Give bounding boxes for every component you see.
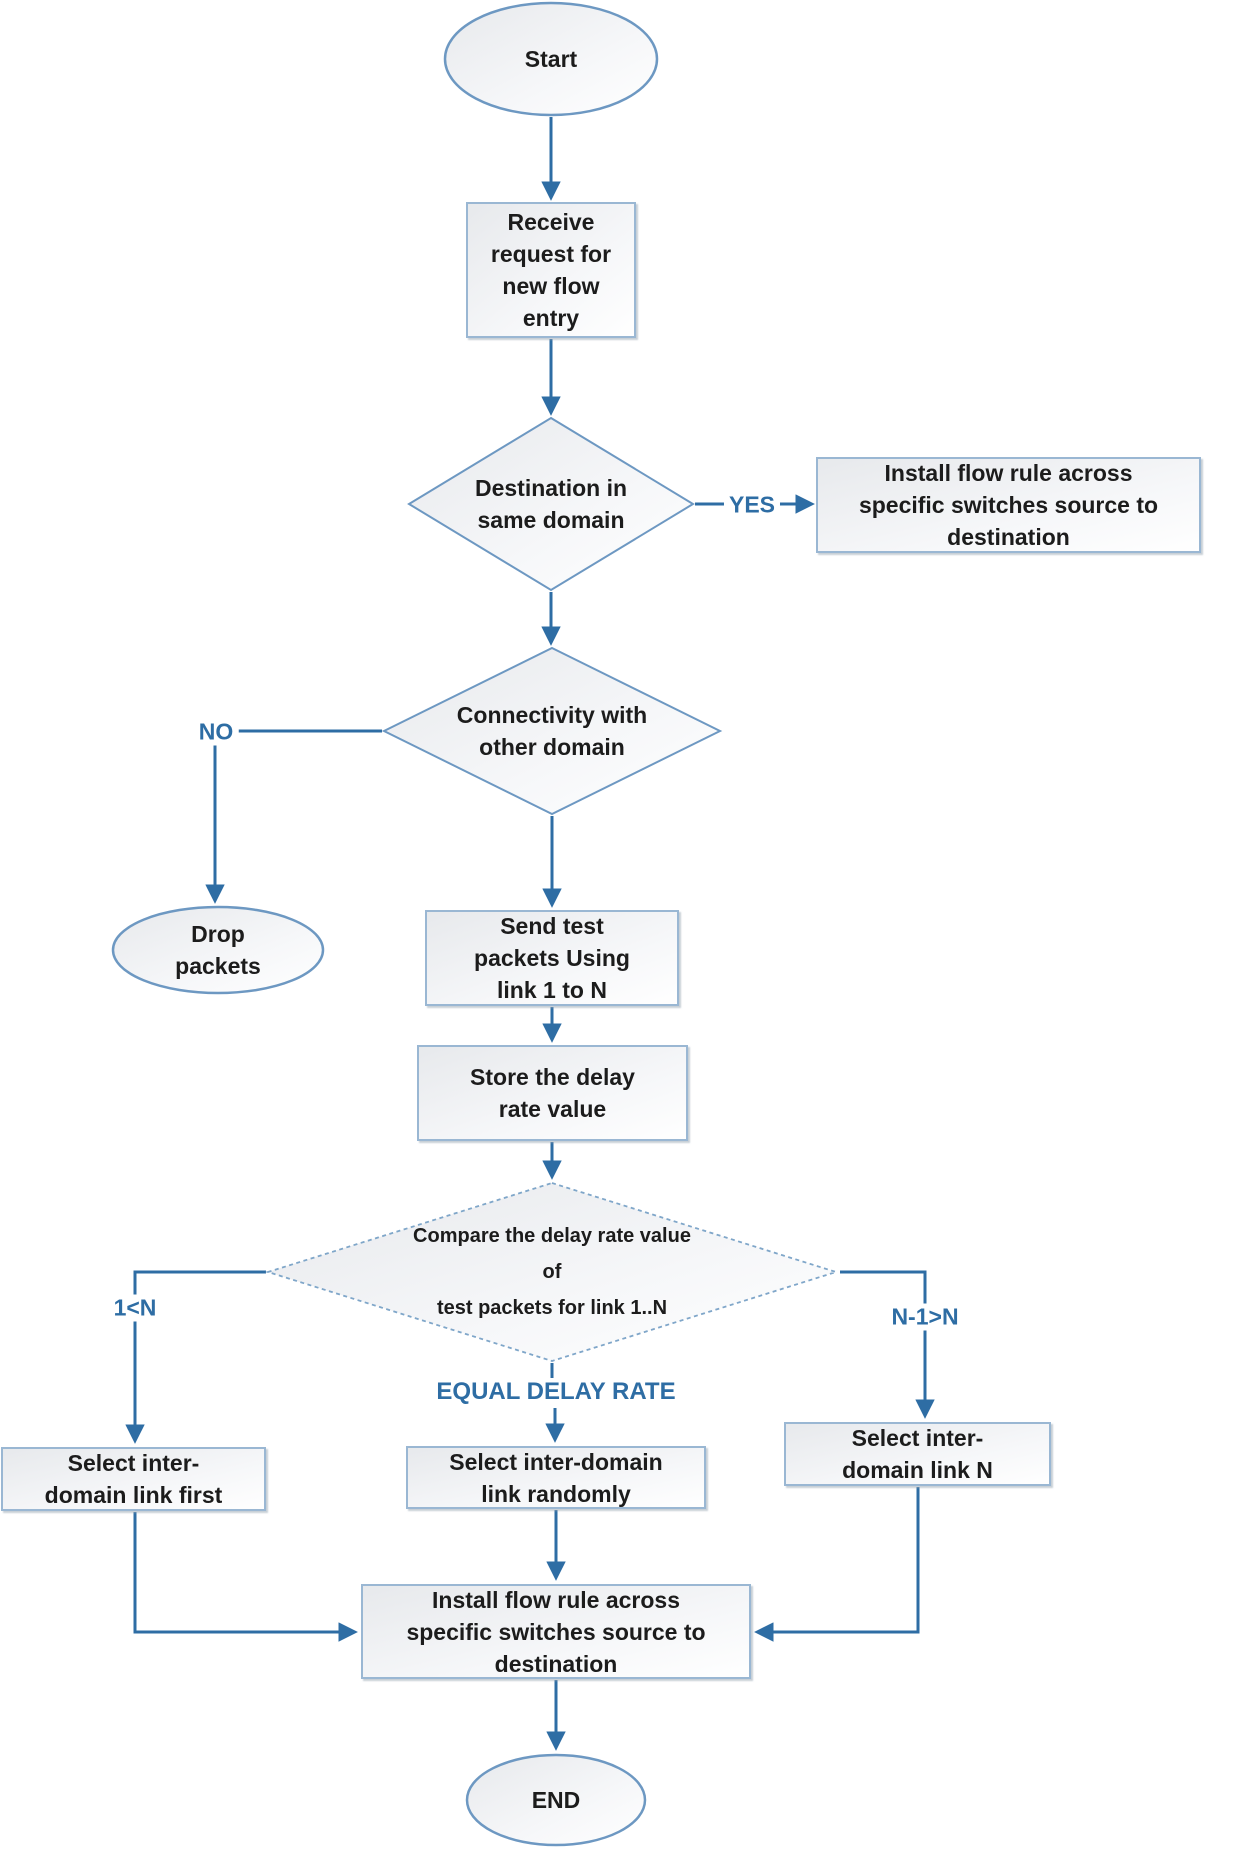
select-random-box-shape [406, 1446, 706, 1509]
connector-select-first-install [133, 1512, 358, 1642]
install-flow-rule-bottom-box-shape [361, 1584, 751, 1679]
install-flow-rule-top-box-shape [816, 457, 1201, 553]
connector-compare-select-n [840, 1270, 935, 1419]
end-ellipse-shape [465, 1753, 647, 1847]
drop-packets-ellipse-shape [111, 905, 325, 995]
send-test-box-shape [425, 910, 679, 1006]
compare-diamond-shape [264, 1182, 840, 1362]
destination-diamond-shape [407, 416, 695, 592]
store-delay-box-shape [417, 1045, 688, 1141]
connector-compare-select-first [125, 1270, 266, 1444]
start-ellipse-shape [443, 1, 659, 117]
connectivity-diamond-shape [381, 646, 723, 816]
select-n-box-shape [784, 1422, 1051, 1486]
connector-connectivity-drop-no [205, 729, 382, 904]
select-first-box-shape [1, 1447, 266, 1511]
receive-box-shape [466, 202, 636, 338]
connector-select-n-install [754, 1487, 920, 1642]
